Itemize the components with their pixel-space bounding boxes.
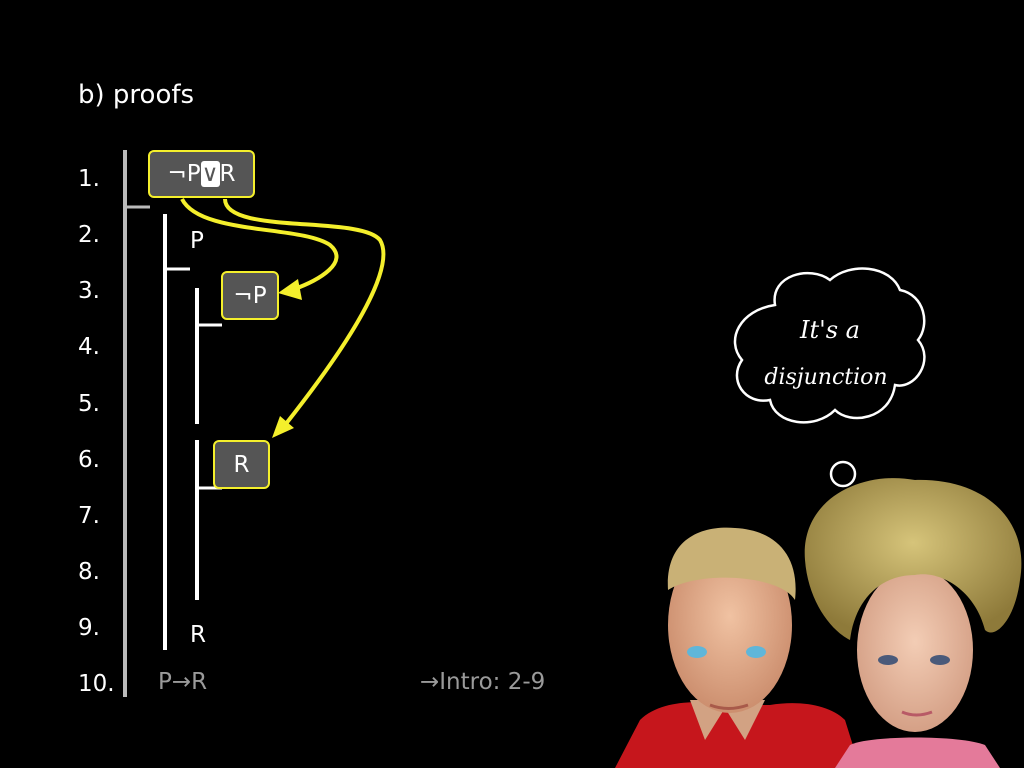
female-doll-mouth [901,710,933,717]
thought-line-2: disjunction [764,365,887,390]
arrow-to-R-head [272,416,294,438]
arrow-to-notP-head [278,279,302,300]
thought-cloud [733,267,926,424]
line-number-10: 10. [78,671,115,697]
male-doll [615,527,860,768]
female-doll-dress [835,737,1000,768]
female-doll-right-eye [930,655,950,665]
line-number-2: 2. [78,222,100,248]
thought-dot [829,460,857,488]
line-number-1: 1. [78,166,100,192]
line-number-6: 6. [78,447,100,473]
premise-disjunction-box: ¬P∨R [148,150,255,198]
line-number-3: 3. [78,278,100,304]
male-doll-neck [690,700,765,740]
male-doll-mouth [709,703,749,710]
male-doll-shirt [615,702,860,768]
line-number-5: 5. [78,391,100,417]
line9-formula: R [190,622,206,648]
male-doll-right-eye [746,646,766,658]
justification-rule: →Intro: 2-9 [420,669,546,695]
assumption-notP-box: ¬P [221,271,279,320]
slide-heading: b) proofs [78,80,195,110]
male-doll-hair [667,527,796,600]
arrow-to-notP [180,197,339,292]
female-doll-left-eye [878,655,898,665]
thought-line-1: It's a [799,316,860,344]
conclusion-formula: P→R [158,669,208,695]
female-doll-hair [804,478,1022,640]
female-doll [804,478,1022,768]
arrow-to-R [223,198,386,427]
premise-right-disjunct: R [219,161,236,187]
assumption-R: R [233,451,250,478]
assumption-notP: ¬P [233,282,267,309]
line-number-8: 8. [78,559,100,585]
assumption-R-box: R [213,440,270,489]
assumption-P: P [190,228,204,254]
female-doll-face [857,568,973,732]
line-number-4: 4. [78,334,100,360]
male-doll-left-eye [687,646,707,658]
line-number-9: 9. [78,615,100,641]
line-number-7: 7. [78,503,100,529]
premise-left-disjunct: ¬P [167,161,201,187]
disjunction-connective: ∨ [200,161,220,187]
